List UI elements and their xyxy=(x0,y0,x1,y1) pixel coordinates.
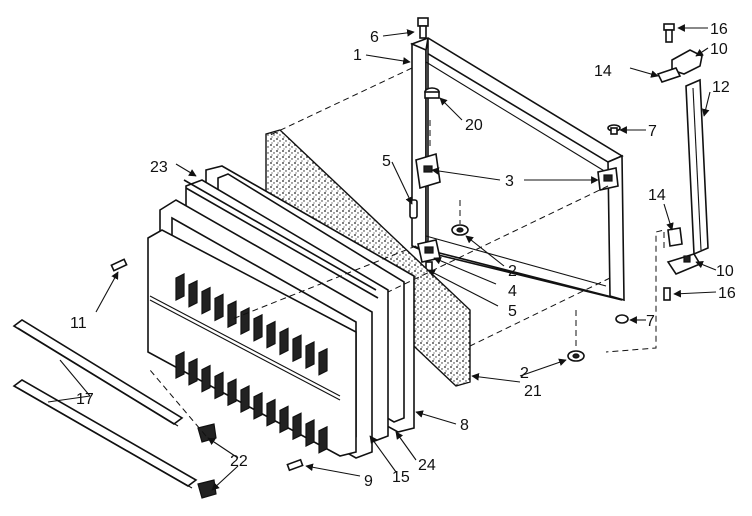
label-17: 17 xyxy=(76,391,94,408)
label-12: 12 xyxy=(712,79,730,96)
door-rail-lower xyxy=(12,379,198,489)
hinge-cover-12 xyxy=(685,78,709,256)
label-5-upper: 5 xyxy=(382,153,391,170)
shelf-rib xyxy=(240,307,250,335)
screw-6 xyxy=(417,17,429,39)
label-16-bottom: 16 xyxy=(718,285,736,302)
shelf-rib xyxy=(188,357,198,386)
label-1: 1 xyxy=(353,47,362,64)
label-7-upper: 7 xyxy=(648,123,657,140)
right-hinge-bracket xyxy=(597,167,619,191)
inner-door-liner xyxy=(147,199,373,459)
washer-2-lower xyxy=(567,350,585,362)
shelf-rib xyxy=(201,364,211,393)
hinge-bottom-10 xyxy=(666,253,702,275)
shelf-rib xyxy=(318,425,328,454)
label-10-bottom: 10 xyxy=(716,263,734,280)
shelf-rib xyxy=(266,320,276,349)
door-rail-upper xyxy=(12,319,184,427)
plug-7-lower xyxy=(615,314,629,324)
door-frame xyxy=(410,37,625,302)
screw-16-bottom xyxy=(663,287,671,301)
screw-9 xyxy=(286,458,304,472)
label-11: 11 xyxy=(70,315,87,332)
washer-2-upper xyxy=(451,224,469,236)
label-10-top: 10 xyxy=(710,41,728,58)
label-2-upper: 2 xyxy=(508,263,517,280)
label-21: 21 xyxy=(524,383,542,400)
leader-lines xyxy=(47,24,717,491)
label-15: 15 xyxy=(392,469,410,486)
shelf-ribs-upper xyxy=(175,273,328,376)
label-14-bottom: 14 xyxy=(648,187,666,204)
label-20: 20 xyxy=(465,117,483,134)
rail-end-cap-upper xyxy=(197,423,217,443)
breaker-strip-23 xyxy=(183,179,379,299)
part-labels: 6 1 20 3 5 2 4 5 2 21 8 24 15 9 23 11 17… xyxy=(70,21,736,490)
label-6: 6 xyxy=(370,29,379,46)
label-22: 22 xyxy=(230,453,248,470)
shelf-rib xyxy=(175,273,185,301)
label-24: 24 xyxy=(418,457,436,474)
upper-hinge-bracket xyxy=(415,152,441,190)
shelf-rib xyxy=(253,391,263,420)
label-16-top: 16 xyxy=(710,21,728,38)
shelf-rib xyxy=(305,419,315,447)
shelf-rib xyxy=(253,313,263,342)
shelf-rib xyxy=(227,378,237,407)
label-9: 9 xyxy=(364,473,373,490)
screw-16-top xyxy=(663,23,675,43)
shelf-rib xyxy=(214,293,224,322)
hinge-guide-line xyxy=(605,229,665,353)
shelf-rib xyxy=(175,351,185,379)
shelf-ribs-lower xyxy=(175,351,328,454)
shelf-rib xyxy=(214,371,224,400)
shelf-rib xyxy=(188,279,198,308)
shelf-rib xyxy=(227,300,237,329)
shelf-rib xyxy=(240,385,250,413)
shim-14-bottom xyxy=(667,227,683,247)
label-4: 4 xyxy=(508,283,517,300)
shelf-rib xyxy=(318,347,328,376)
shelf-rib xyxy=(279,327,289,356)
screw-11 xyxy=(110,258,128,272)
label-5-lower: 5 xyxy=(508,303,517,320)
shim-14-top xyxy=(656,67,682,83)
plug-20 xyxy=(424,87,440,99)
label-14-top: 14 xyxy=(594,63,612,80)
label-2-lower: 2 xyxy=(520,365,529,382)
shelf-rib xyxy=(292,334,302,363)
label-7-lower: 7 xyxy=(646,313,655,330)
shelf-rib xyxy=(292,412,302,441)
shelf-rib xyxy=(279,405,289,434)
label-23: 23 xyxy=(150,159,168,176)
label-3: 3 xyxy=(505,173,514,190)
label-8: 8 xyxy=(460,417,469,434)
plug-7-upper xyxy=(607,124,621,135)
shelf-rib xyxy=(266,398,276,427)
shelf-rib xyxy=(305,341,315,369)
assembly-lines xyxy=(149,67,611,437)
shelf-rib xyxy=(201,286,211,315)
